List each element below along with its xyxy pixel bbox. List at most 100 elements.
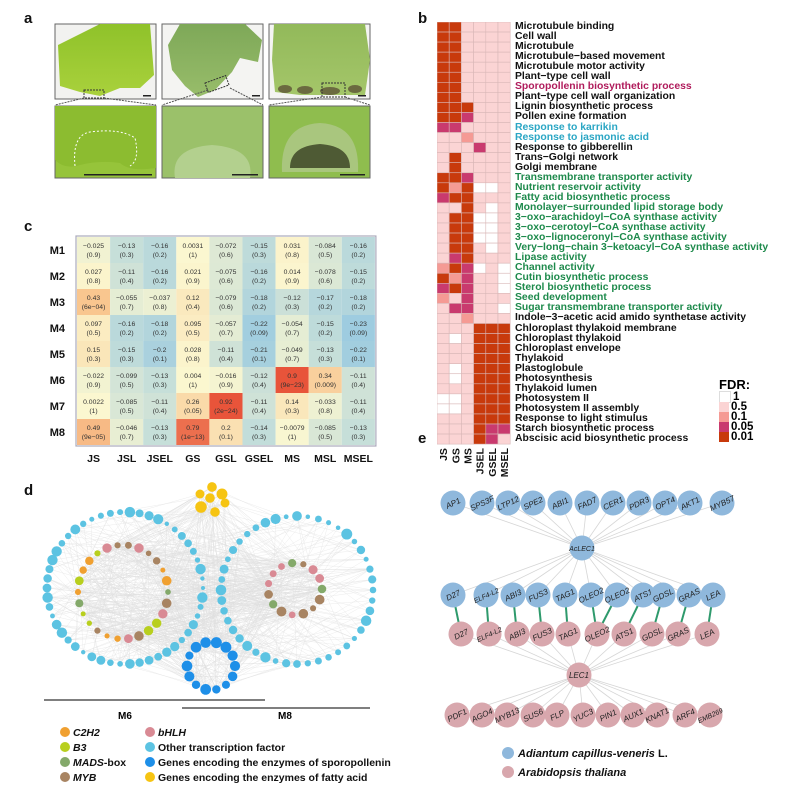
other-tf-node	[314, 657, 322, 665]
go-term-label: Chloroplast thylakoid	[515, 332, 622, 344]
go-heatmap-cell	[485, 132, 499, 143]
fdr-legend-swatch	[719, 422, 729, 432]
gene-node	[495, 490, 521, 516]
other-tf-node	[178, 636, 186, 644]
network-edge	[83, 597, 203, 614]
go-term-label: Response to karrikin	[515, 121, 618, 133]
go-term-label: 3−oxo−cerotoyl−CoA synthase activity	[515, 222, 706, 233]
network-edge	[225, 594, 269, 648]
network-edge	[49, 580, 167, 608]
network-edge	[83, 569, 314, 653]
other-tf-node	[200, 576, 205, 581]
other-tf-node	[117, 661, 123, 667]
network-edge	[214, 511, 320, 579]
cell-pvalue: (0.6)	[219, 304, 233, 311]
go-heatmap-cell	[485, 162, 499, 174]
network-edge	[128, 511, 216, 546]
go-heatmap-cell	[461, 51, 474, 63]
network-edge	[292, 518, 319, 615]
other-tf-node	[188, 620, 198, 630]
go-heatmap-cell	[485, 172, 499, 184]
species-suffix: L.	[655, 748, 668, 760]
other-tf-node	[106, 509, 114, 517]
network-edge	[89, 522, 266, 561]
network-edge	[83, 604, 274, 614]
heatmap-cell	[341, 289, 375, 315]
go-heatmap-cell	[497, 162, 511, 174]
go-term-label: Photosystem II assembly	[515, 402, 640, 414]
fdr-legend-title: FDR:	[719, 377, 751, 392]
network-edge	[214, 511, 269, 584]
cell-pvalue: (0.8)	[87, 278, 101, 285]
go-heatmap-cell	[437, 61, 450, 73]
network-edge	[186, 563, 293, 667]
cell-correlation: −0.033	[315, 399, 336, 406]
go-heatmap-cell	[437, 323, 450, 334]
go-heatmap-cell	[485, 152, 499, 163]
species-legend-swatch	[502, 766, 514, 778]
go-heatmap-cell	[473, 152, 487, 163]
other-tf-node	[282, 659, 291, 668]
network-edge	[199, 493, 320, 579]
sporopollenin-gene-node	[190, 641, 202, 653]
go-heatmap-cell	[461, 232, 474, 244]
panel-a-photos	[54, 23, 371, 179]
fatty-acid-gene-node	[220, 498, 230, 508]
m8-tf-node	[276, 606, 287, 617]
column-label: JSEL	[147, 453, 174, 465]
legend-label-italic: bHLH	[158, 727, 186, 739]
network-edge	[158, 519, 282, 567]
heatmap-cell	[275, 393, 309, 419]
heatmap-cell	[110, 237, 144, 263]
other-tf-node	[154, 652, 163, 661]
go-heatmap-cell	[473, 212, 487, 224]
gene-node	[552, 582, 578, 608]
go-heatmap-cell	[485, 262, 499, 274]
heatmap-cell	[275, 341, 309, 367]
network-edge	[89, 522, 329, 561]
go-heatmap-cell	[497, 363, 511, 375]
network-edge	[156, 559, 228, 624]
cell-correlation: −0.0079	[280, 425, 305, 432]
go-heatmap-cell	[461, 333, 474, 344]
go-heatmap-cell	[461, 403, 474, 415]
cell-pvalue: (0.7)	[120, 304, 134, 311]
other-tf-node	[252, 648, 260, 656]
heatmap-cell	[176, 419, 210, 445]
legend-swatch-c2h2	[60, 727, 70, 737]
m6-label: M6	[118, 711, 132, 722]
hub-node-aclec1-label: AcLEC1	[568, 546, 595, 553]
other-tf-node	[270, 513, 281, 525]
go-heatmap-cell	[473, 222, 487, 234]
heatmap-cell	[275, 263, 309, 289]
row-label: M1	[50, 245, 65, 257]
heatmap-cell	[242, 393, 276, 419]
network-edge	[79, 603, 197, 685]
go-heatmap-cell	[485, 413, 499, 425]
network-edge	[89, 600, 373, 624]
cell-correlation: −0.16	[118, 321, 135, 328]
cell-correlation: −0.21	[250, 347, 267, 354]
heatmap-cell	[308, 237, 342, 263]
go-term-label: Plant−type cell wall	[515, 71, 611, 83]
cell-pvalue: (0.3)	[120, 252, 134, 259]
go-heatmap-cell	[461, 142, 474, 153]
go-heatmap-cell	[461, 192, 474, 204]
go-heatmap-cell	[461, 282, 474, 294]
other-tf-node	[42, 592, 53, 603]
go-term-label: Monolayer−surrounded lipid storage body	[515, 201, 724, 213]
sporopollenin-gene-node	[184, 671, 195, 682]
network-edge	[52, 573, 274, 617]
network-edge	[166, 506, 202, 581]
go-heatmap-cell	[448, 423, 462, 435]
go-heatmap-cell	[473, 383, 487, 395]
legend-label-fatty: Genes encoding the enzymes of fatty acid	[158, 772, 367, 784]
cell-pvalue: (0.7)	[120, 434, 134, 441]
other-tf-node	[293, 660, 301, 668]
m6-tf-node	[134, 543, 144, 553]
heatmap-cell	[308, 263, 342, 289]
sporopollenin-gene-node	[191, 680, 201, 689]
cell-pvalue: (0.8)	[153, 304, 167, 311]
go-heatmap-cell	[473, 182, 487, 194]
network-edge	[110, 638, 118, 663]
